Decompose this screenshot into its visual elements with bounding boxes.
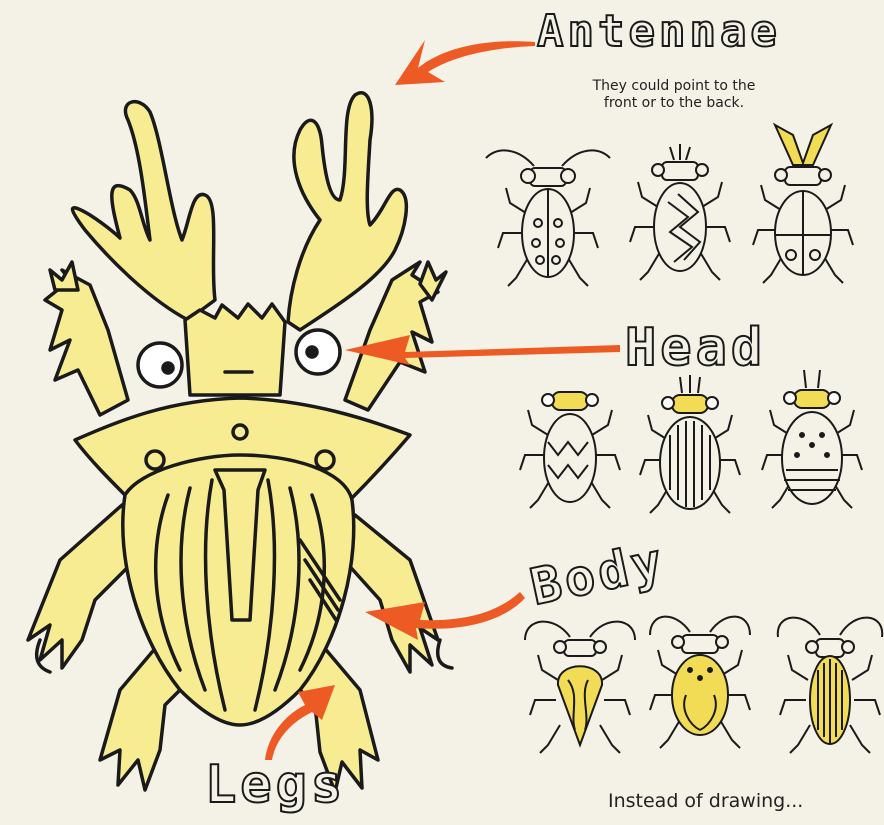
large-beetle-antennae [73, 93, 407, 330]
small-beetle-1 [486, 150, 610, 286]
antennae-label: Antennae [537, 6, 781, 57]
caption-text: Instead of drawing... [608, 790, 803, 812]
legs-label: Legs [205, 755, 346, 815]
large-stag-beetle [28, 93, 452, 792]
head-examples [520, 370, 862, 513]
small-beetle-6 [762, 370, 862, 508]
antennae-examples [486, 125, 853, 286]
small-beetle-5 [640, 375, 740, 513]
antennae-note-line-1: They could point to the [574, 78, 774, 95]
small-beetle-7 [525, 622, 635, 753]
antennae-note: They could point to the front or to the … [574, 78, 774, 112]
small-beetle-9 [778, 618, 882, 753]
body-examples [525, 617, 882, 753]
antennae-note-line-2: front or to the back. [574, 95, 774, 112]
head-label: Head [625, 318, 766, 378]
small-beetle-8 [650, 617, 750, 748]
small-beetle-2 [630, 144, 730, 280]
small-beetle-4 [520, 392, 620, 508]
arrow-antennae [395, 40, 535, 85]
small-beetle-3 [753, 125, 853, 283]
